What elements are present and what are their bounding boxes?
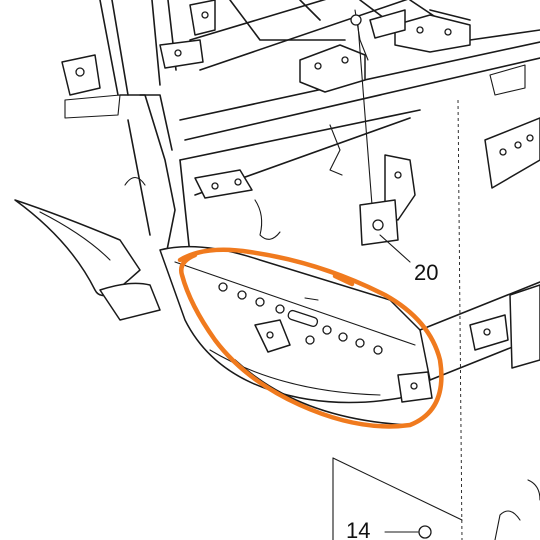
part-20-hanger [357, 24, 416, 263]
upper-frame-tubes [99, 0, 540, 196]
top-bracket-cluster [299, 9, 471, 93]
highlight-tail-stroke [332, 273, 355, 287]
highlight-circle-annotation [177, 247, 444, 429]
right-side-rails [419, 64, 540, 540]
left-frame-members [61, 0, 343, 261]
callout-20: 20 [414, 260, 438, 285]
part-14-detail [332, 457, 463, 540]
callout-14: 14 [346, 518, 370, 540]
lower-cradle-bracket [159, 245, 433, 426]
left-fender-piece [14, 199, 161, 321]
